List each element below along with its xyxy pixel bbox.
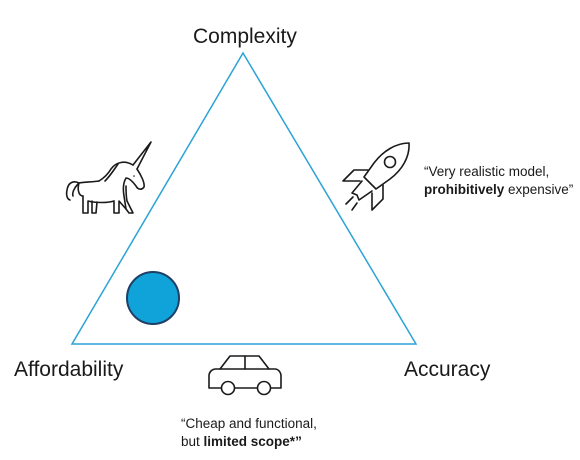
car-annotation-line2: but limited scope*” xyxy=(181,433,317,451)
rocket-annotation-rest: expensive” xyxy=(504,182,574,197)
rocket-annotation-bold: prohibitively xyxy=(424,182,505,197)
rocket-annotation-line2: prohibitively expensive” xyxy=(424,181,573,199)
unicorn-icon xyxy=(65,141,152,214)
car-annotation: “Cheap and functional, but limited scope… xyxy=(181,415,317,451)
car-annotation-suffix: ” xyxy=(295,434,302,449)
car-annotation-bold: limited scope* xyxy=(203,434,296,449)
position-marker xyxy=(126,271,180,325)
rocket-icon xyxy=(342,142,410,211)
trade-off-triangle xyxy=(70,51,418,345)
vertex-label-affordability: Affordability xyxy=(14,358,124,381)
car-annotation-line1: “Cheap and functional, xyxy=(181,416,317,431)
rocket-annotation: “Very realistic model, prohibitively exp… xyxy=(424,163,573,199)
vertex-label-accuracy: Accuracy xyxy=(404,358,491,381)
car-annotation-prefix: but xyxy=(181,434,204,449)
vertex-label-complexity: Complexity xyxy=(193,25,297,48)
rocket-annotation-line1: “Very realistic model, xyxy=(424,164,550,179)
car-icon xyxy=(208,355,282,396)
